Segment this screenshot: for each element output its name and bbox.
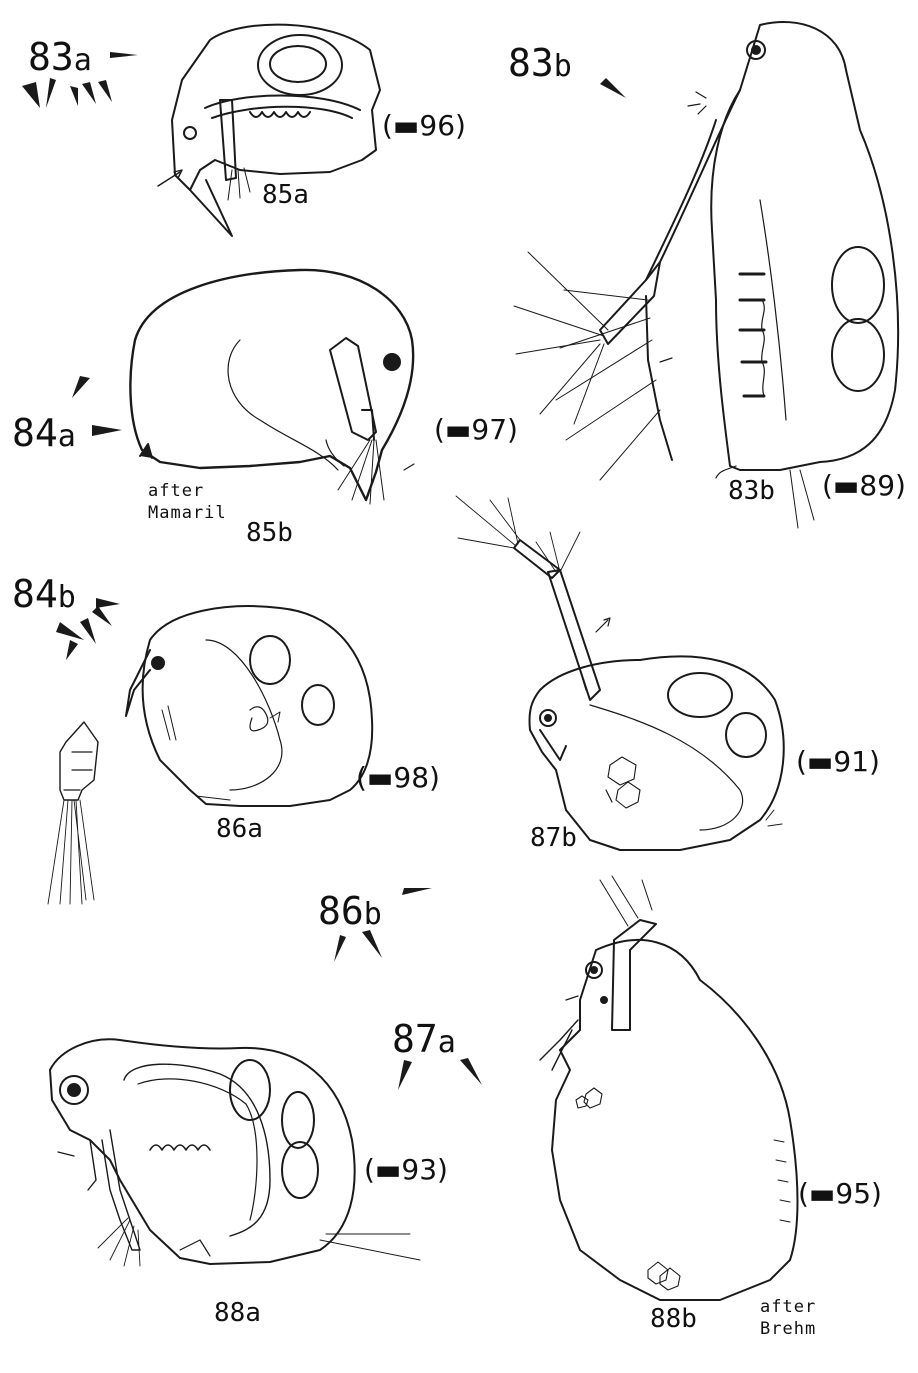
- source-note-mamaril-line1: after: [148, 481, 205, 501]
- couplet-83b-letter: b: [553, 49, 572, 84]
- drawing-88b: [540, 876, 798, 1300]
- drawing-85a: [158, 25, 380, 236]
- ref-to-96: (▬96): [382, 109, 466, 142]
- couplet-label-83a: 83a: [28, 38, 92, 76]
- ref-to-93: (▬93): [364, 1153, 448, 1186]
- couplet-86b-letter: b: [363, 897, 382, 932]
- figure-label-83b: 83b: [728, 476, 775, 506]
- couplet-87a-letter: a: [437, 1025, 456, 1060]
- couplet-87a-number: 87: [392, 1017, 438, 1061]
- ref-to-89: (▬89): [822, 469, 906, 502]
- figure-label-86a: 86a: [216, 814, 263, 844]
- couplet-83a-number: 83: [28, 35, 74, 79]
- couplet-84a-letter: a: [57, 419, 76, 454]
- figure-label-88b: 88b: [650, 1304, 697, 1334]
- ref-to-95: (▬95): [798, 1177, 882, 1210]
- source-note-brehm: after Brehm: [760, 1296, 816, 1340]
- ref-to-98: (▬98): [356, 761, 440, 794]
- figure-label-88a: 88a: [214, 1298, 261, 1328]
- figure-label-85b: 85b: [246, 518, 293, 548]
- couplet-label-84a: 84a: [12, 414, 76, 452]
- couplet-label-86b: 86b: [318, 892, 382, 930]
- couplet-84b-letter: b: [57, 580, 76, 615]
- source-note-brehm-line2: Brehm: [760, 1319, 817, 1339]
- ref-to-97: (▬97): [434, 413, 518, 446]
- couplet-84a-number: 84: [12, 411, 58, 455]
- couplet-86b-number: 86: [318, 889, 364, 933]
- drawing-88a: [50, 1039, 420, 1266]
- figure-label-85a: 85a: [262, 180, 309, 210]
- drawing-87b: [456, 496, 784, 850]
- couplet-83b-number: 83: [508, 41, 554, 85]
- source-note-mamaril-line2: Mamaril: [148, 503, 227, 523]
- couplet-83a-letter: a: [73, 43, 92, 78]
- couplet-84b-number: 84: [12, 572, 58, 616]
- wedge-markers: [22, 52, 626, 1090]
- figure-label-87b: 87b: [530, 823, 577, 853]
- drawing-85b: [130, 270, 414, 504]
- drawing-83b: [514, 22, 898, 528]
- ref-to-91: (▬91): [796, 745, 880, 778]
- antenna-inset: [48, 722, 98, 904]
- couplet-label-84b: 84b: [12, 575, 76, 613]
- source-note-brehm-line1: after: [760, 1297, 817, 1317]
- couplet-label-87a: 87a: [392, 1020, 456, 1058]
- source-note-mamaril: after Mamaril: [148, 480, 227, 524]
- couplet-label-83b: 83b: [508, 44, 572, 82]
- drawing-86a: [126, 606, 372, 806]
